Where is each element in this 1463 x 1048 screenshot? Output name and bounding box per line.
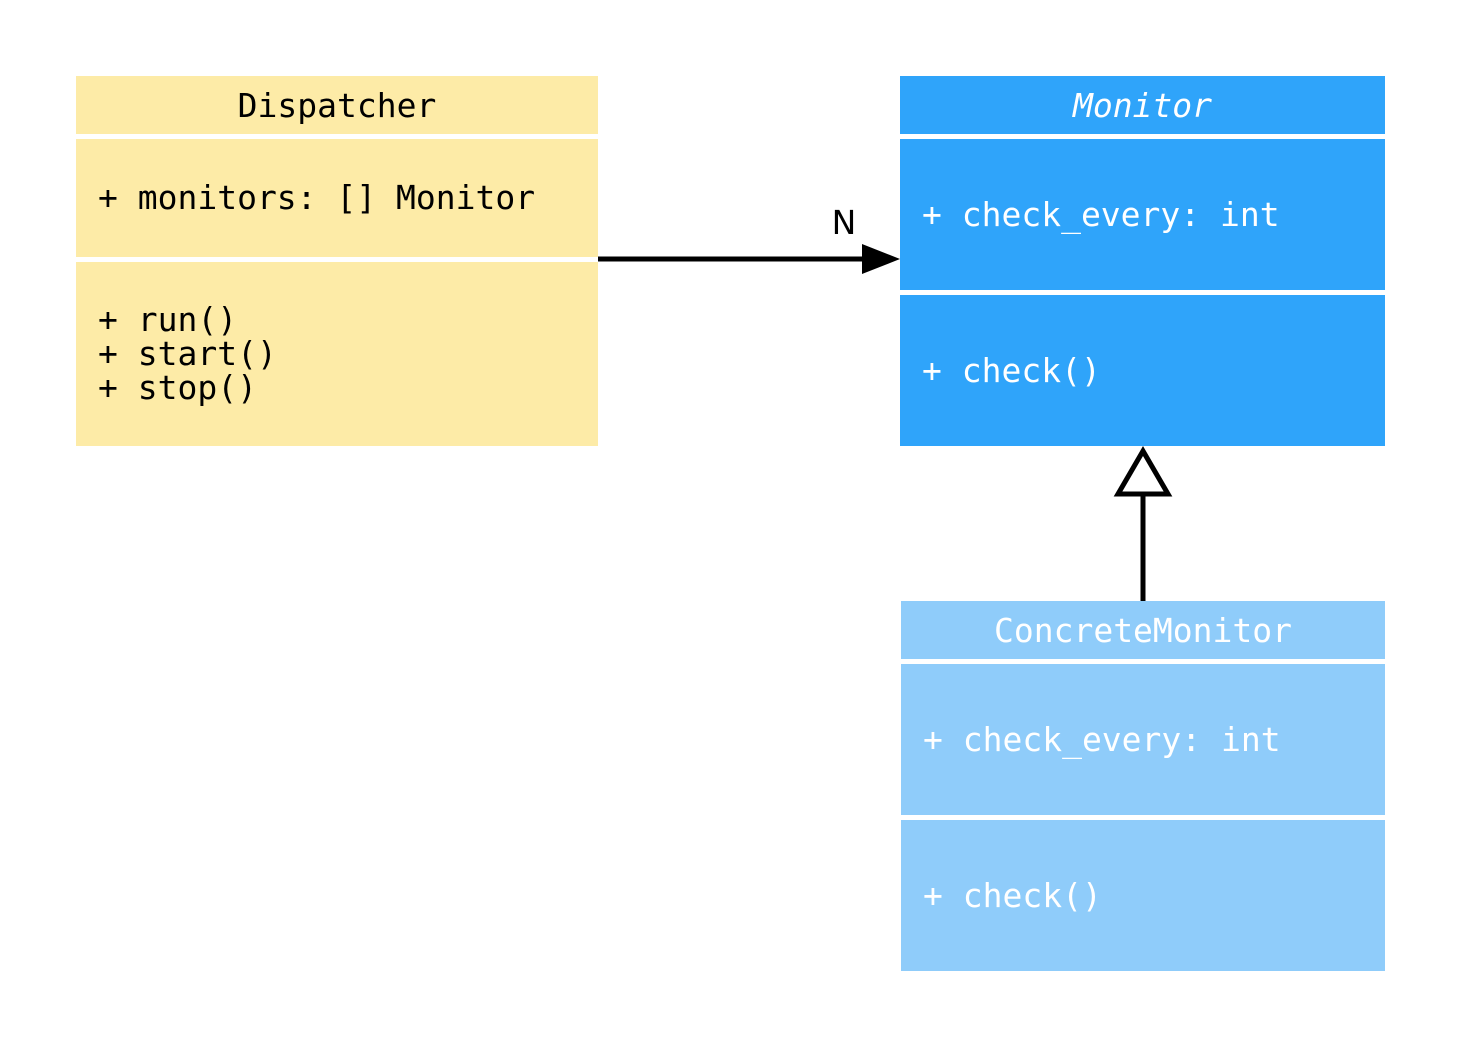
class-methods-dispatcher: + run() + start() + stop() (76, 262, 598, 446)
association-multiplicity-label: N (831, 203, 857, 242)
method-line: + run() (98, 300, 238, 339)
class-attributes-monitor: + check_every: int (900, 139, 1385, 290)
inheritance-triangle-icon (1113, 446, 1173, 497)
association-arrow (598, 244, 900, 274)
method-line: + check() (922, 350, 1101, 390)
method-line: + check() (923, 875, 1102, 915)
class-title-dispatcher: Dispatcher (76, 76, 598, 134)
class-box-monitor: Monitor + check_every: int + check() (900, 76, 1385, 446)
class-box-dispatcher: Dispatcher + monitors: [] Monitor + run(… (76, 76, 598, 446)
class-title-concrete-monitor: ConcreteMonitor (901, 601, 1385, 659)
method-line: + start() (98, 334, 277, 373)
class-methods-concrete-monitor: + check() (901, 820, 1385, 971)
inheritance-arrow (1113, 446, 1173, 601)
class-title-monitor: Monitor (900, 76, 1385, 134)
association-arrowhead-icon (862, 244, 900, 274)
attribute-line: + check_every: int (922, 194, 1280, 234)
attribute-line: + monitors: [] Monitor (98, 178, 536, 217)
method-line: + stop() (98, 368, 257, 407)
class-methods-monitor: + check() (900, 295, 1385, 446)
class-attributes-dispatcher: + monitors: [] Monitor (76, 139, 598, 257)
class-attributes-concrete-monitor: + check_every: int (901, 664, 1385, 815)
class-box-concrete-monitor: ConcreteMonitor + check_every: int + che… (901, 601, 1385, 971)
attribute-line: + check_every: int (923, 719, 1281, 759)
